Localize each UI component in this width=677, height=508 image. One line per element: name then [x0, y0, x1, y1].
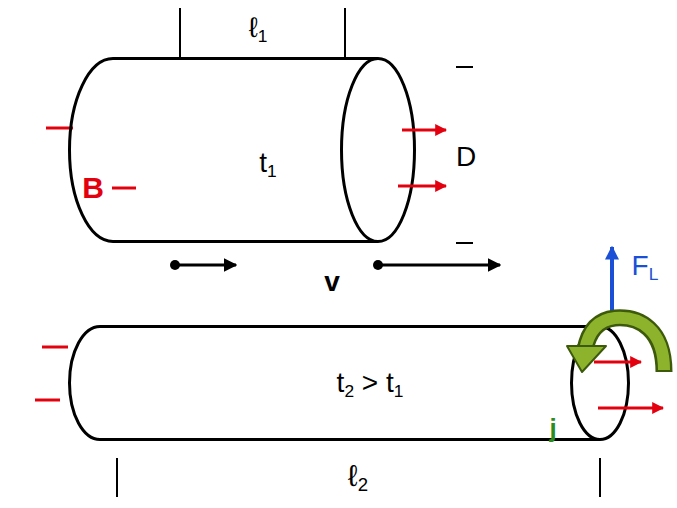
- field-arrow: [402, 129, 446, 132]
- cylinder-outline: [68, 57, 416, 243]
- diameter-label: D: [456, 143, 476, 171]
- dimension-tick: [344, 8, 346, 57]
- cylinder-label: t2 > t1: [337, 369, 404, 401]
- field-arrow: [598, 407, 663, 410]
- field-line: [42, 346, 68, 349]
- dimension-tick: [116, 458, 118, 497]
- field-label: B: [82, 173, 104, 203]
- field-line: [35, 399, 60, 402]
- cylinder-cap: [342, 59, 415, 242]
- velocity-dot: [170, 260, 180, 270]
- force-label: FL: [632, 252, 659, 284]
- cylinder: t2 > t1: [68, 325, 630, 441]
- dimension-tick: [456, 242, 473, 244]
- cylinder-cap: [572, 327, 629, 440]
- length-label: ℓ1: [249, 14, 268, 46]
- field-line: [46, 127, 73, 130]
- cylinder: t1: [68, 57, 416, 243]
- field-arrow: [594, 361, 641, 364]
- length-label: ℓ2: [348, 461, 368, 495]
- cylinder-body: [70, 327, 601, 440]
- cylinder-label: t1: [259, 149, 276, 181]
- velocity-label: v: [324, 268, 340, 296]
- velocity-dot: [373, 260, 383, 270]
- dimension-tick: [599, 458, 601, 497]
- dimension-tick: [456, 66, 473, 68]
- dimension-tick: [179, 8, 181, 57]
- cylinder-body: [70, 59, 379, 242]
- force-arrow: [610, 247, 614, 322]
- current-label: j: [549, 415, 556, 441]
- field-arrow: [398, 185, 446, 188]
- field-line: [112, 187, 136, 190]
- velocity-arrow: [378, 264, 500, 267]
- current-arrow: [567, 318, 664, 372]
- velocity-arrow: [175, 264, 236, 267]
